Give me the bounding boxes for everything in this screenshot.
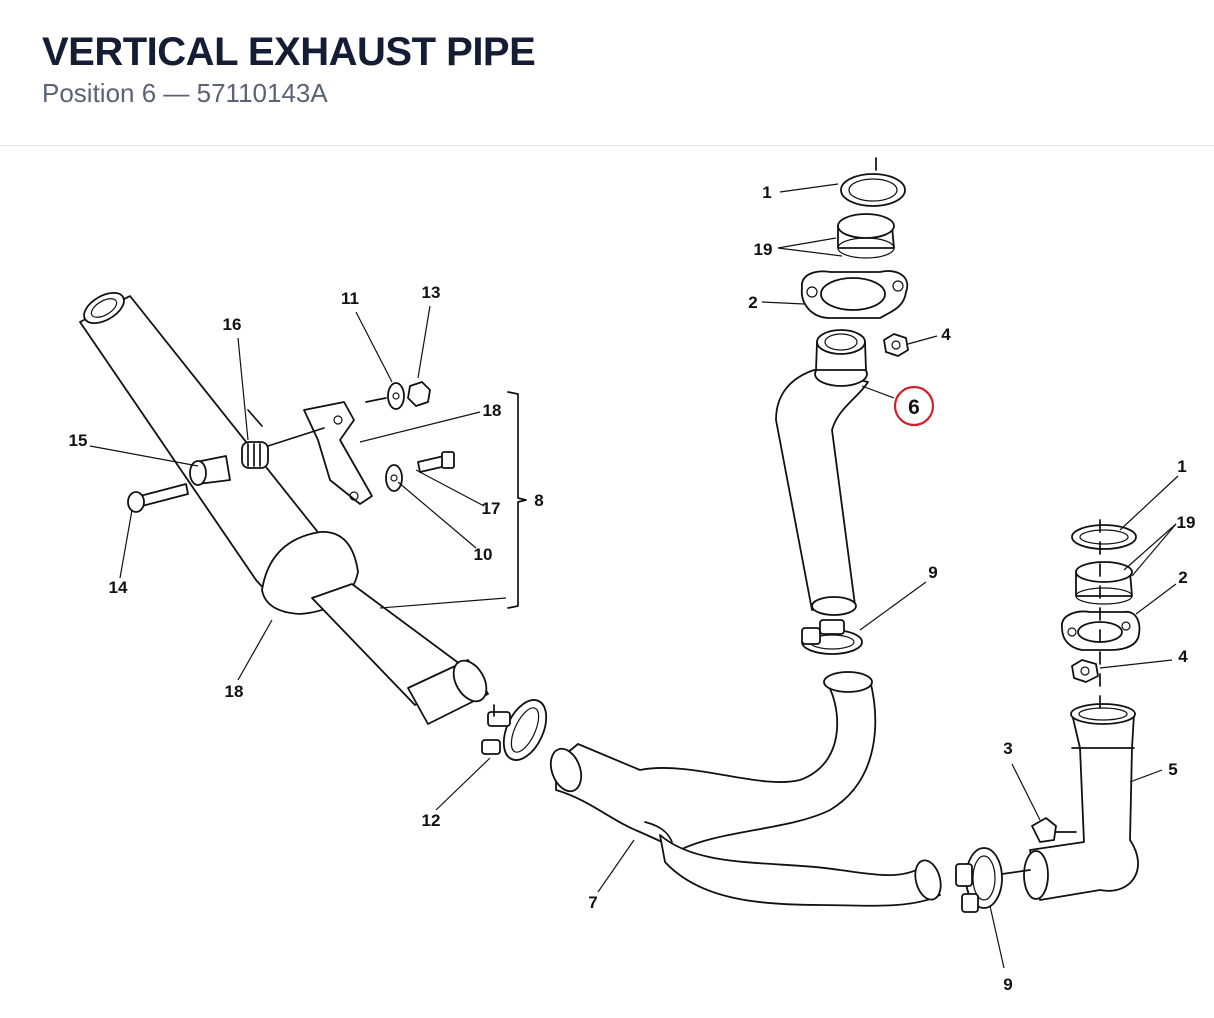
group-brace-8 <box>507 391 527 609</box>
clamp-part-9-middle[interactable] <box>801 619 863 655</box>
callout-18-muffler: 18 <box>225 682 244 701</box>
callout-9-bottom: 9 <box>1003 975 1012 994</box>
vertical-exhaust-pipe-part-6[interactable] <box>775 329 869 616</box>
callout-6-highlighted: 6 <box>908 396 920 419</box>
callout-19-right: 19 <box>1177 513 1196 532</box>
callout-15: 15 <box>69 431 88 450</box>
exploded-parts-diagram: 1 19 2 4 6 9 1 19 2 4 5 3 9 7 12 18 18 8… <box>69 157 1196 994</box>
y-pipe-part-7[interactable] <box>545 671 944 907</box>
gasket-ring-part-1-top[interactable] <box>840 173 906 207</box>
bolt-part-17[interactable] <box>417 451 455 473</box>
sleeve-part-19-right[interactable] <box>1075 561 1133 605</box>
callout-1-top: 1 <box>762 183 771 202</box>
rubber-mount-part-16[interactable] <box>241 441 269 469</box>
rear-pipe-part-5[interactable] <box>1023 703 1139 901</box>
callout-4-right: 4 <box>1178 647 1188 666</box>
muffler-part-18[interactable] <box>79 287 493 725</box>
callout-12: 12 <box>422 811 441 830</box>
callout-11: 11 <box>341 289 359 308</box>
nut-part-4-top[interactable] <box>883 333 909 357</box>
callout-2-right: 2 <box>1178 568 1187 587</box>
highlight-ring-part-6 <box>893 385 935 427</box>
callout-10: 10 <box>474 545 493 564</box>
nut-part-13[interactable] <box>407 381 431 407</box>
callout-19-top: 19 <box>754 240 773 259</box>
callout-8: 8 <box>534 491 543 510</box>
callout-1-right: 1 <box>1177 457 1186 476</box>
callout-13: 13 <box>422 283 441 302</box>
washer-part-10[interactable] <box>385 464 403 492</box>
leader-lines <box>89 183 1179 969</box>
washer-part-11[interactable] <box>387 382 405 410</box>
gasket-ring-part-1-right[interactable] <box>1071 524 1137 550</box>
callout-4-top: 4 <box>941 325 951 344</box>
callout-9-middle: 9 <box>928 563 937 582</box>
bracket-plate-part-18[interactable] <box>303 401 373 505</box>
page-header: VERTICAL EXHAUST PIPE Position 6 — 57110… <box>0 0 1214 146</box>
callout-16: 16 <box>223 315 242 334</box>
callout-3: 3 <box>1003 739 1012 758</box>
spacer-part-15[interactable] <box>189 455 231 486</box>
callout-5: 5 <box>1168 760 1177 779</box>
callout-7: 7 <box>588 893 597 912</box>
callout-17: 17 <box>482 499 501 518</box>
page-subtitle: Position 6 — 57110143A <box>42 78 328 108</box>
callout-2-top: 2 <box>748 293 757 312</box>
bolt-part-14[interactable] <box>127 483 189 513</box>
bolt-part-3[interactable] <box>1031 817 1077 843</box>
flange-part-2-top[interactable] <box>800 270 909 319</box>
callout-labels: 1 19 2 4 6 9 1 19 2 4 5 3 9 7 12 18 18 8… <box>69 183 1196 994</box>
page-title: VERTICAL EXHAUST PIPE <box>42 30 536 74</box>
nut-part-4-right[interactable] <box>1071 659 1099 683</box>
sleeve-part-19-top[interactable] <box>837 213 895 259</box>
callout-14: 14 <box>109 578 128 597</box>
clamp-part-12[interactable] <box>481 693 555 766</box>
callout-18-bracket: 18 <box>483 401 502 420</box>
clamp-part-9-bottom[interactable] <box>955 847 1031 913</box>
